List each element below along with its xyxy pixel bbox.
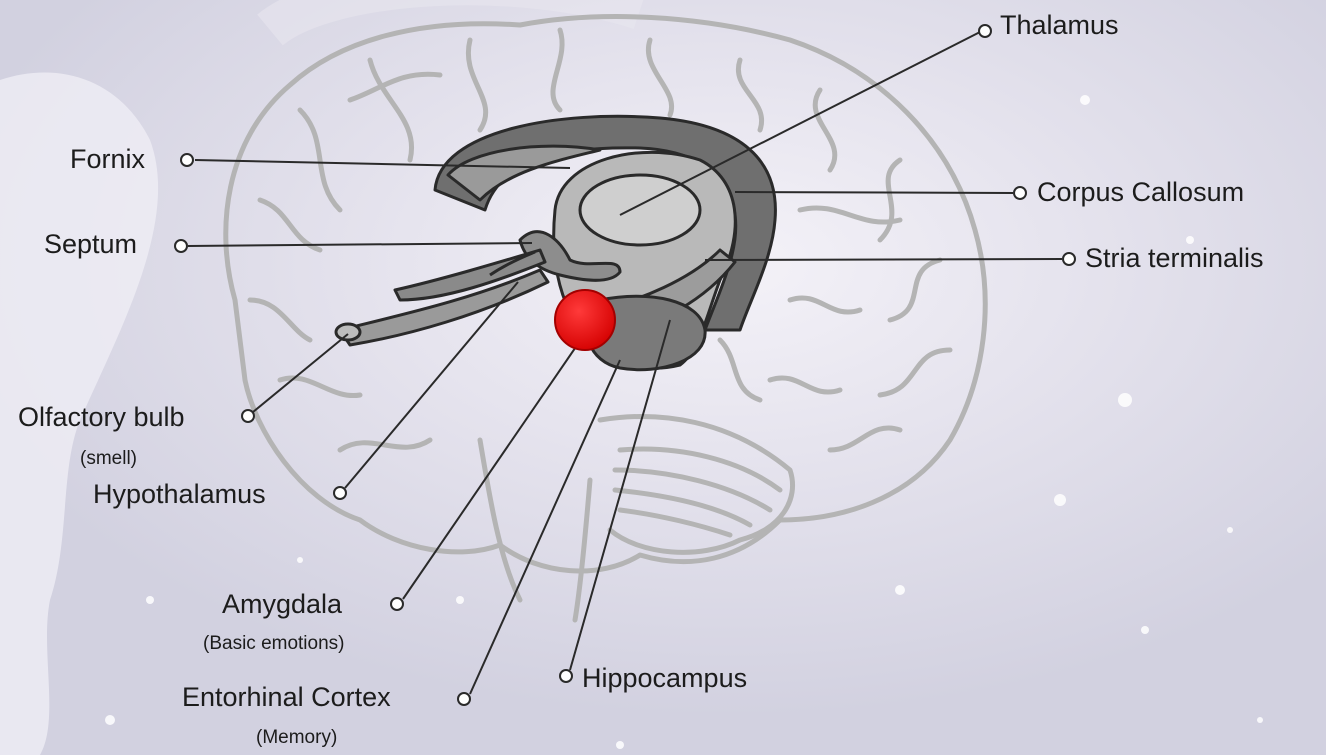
anchor-stria-terminalis	[1063, 253, 1075, 265]
label-corpus-callosum: Corpus Callosum	[1037, 179, 1244, 206]
label-hypothalamus: Hypothalamus	[93, 481, 266, 508]
anchor-corpus-callosum	[1014, 187, 1026, 199]
label-thalamus: Thalamus	[1000, 12, 1119, 39]
label-fornix: Fornix	[70, 146, 145, 173]
red-marker-dot	[555, 290, 615, 350]
anchor-septum	[175, 240, 187, 252]
label-entorhinal-cortex-note: (Memory)	[256, 728, 337, 747]
label-olfactory-bulb: Olfactory bulb	[18, 404, 185, 431]
anchor-hippocampus	[560, 670, 572, 682]
anchor-fornix	[181, 154, 193, 166]
anchor-olfactory-bulb	[242, 410, 254, 422]
label-olfactory-bulb-note: (smell)	[80, 449, 137, 468]
anchor-entorhinal-cortex	[458, 693, 470, 705]
label-amygdala-note: (Basic emotions)	[203, 634, 345, 653]
label-amygdala: Amygdala	[222, 591, 342, 618]
anchor-thalamus	[979, 25, 991, 37]
anchor-amygdala	[391, 598, 403, 610]
anchor-hypothalamus	[334, 487, 346, 499]
label-hippocampus: Hippocampus	[582, 665, 747, 692]
label-entorhinal-cortex: Entorhinal Cortex	[182, 684, 391, 711]
label-septum: Septum	[44, 231, 137, 258]
label-stria-terminalis: Stria terminalis	[1085, 245, 1264, 272]
